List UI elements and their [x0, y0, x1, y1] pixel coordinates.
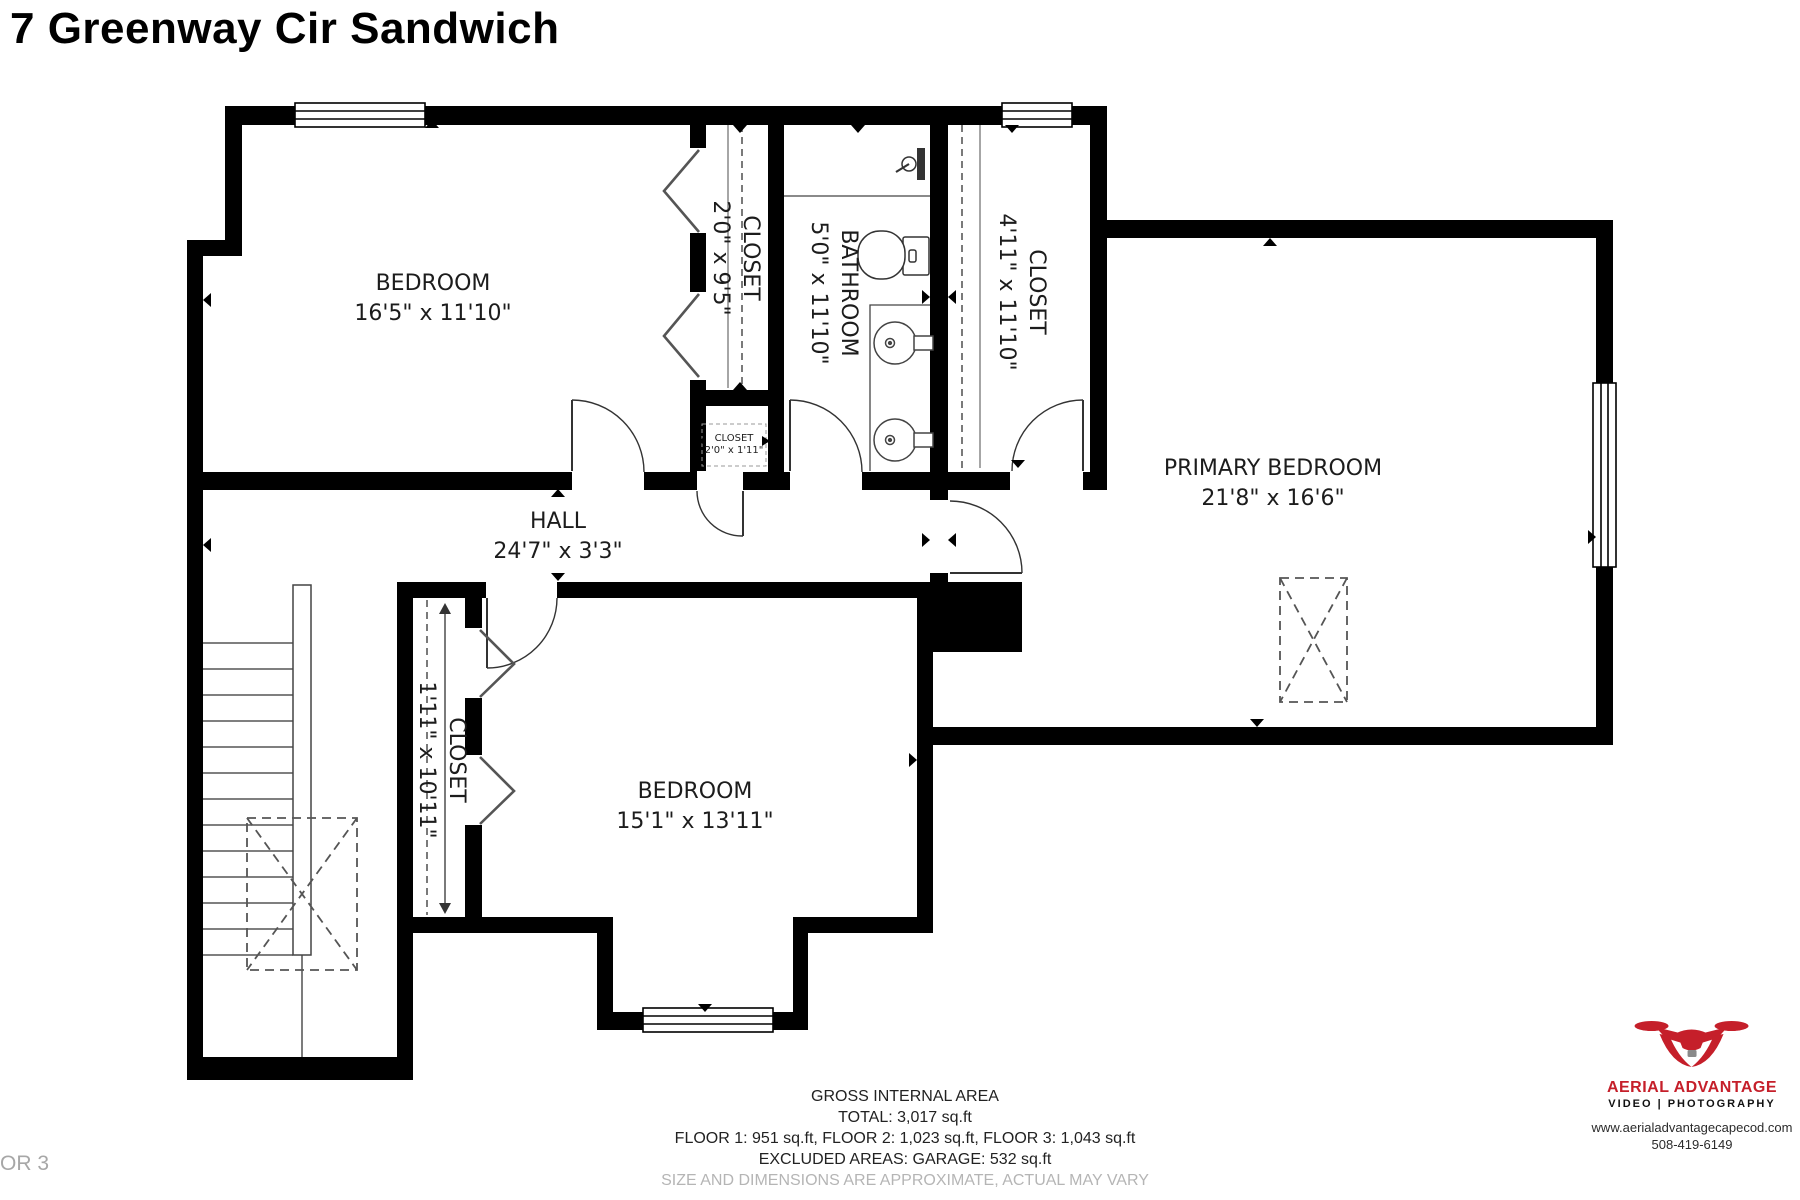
doors [486, 399, 1084, 669]
door-bedroom3 [486, 597, 558, 669]
bathroom-fixtures [784, 148, 934, 471]
room-label-bathroom: BATHROOM 5'0" x 11'10" [803, 221, 863, 364]
sink-icon-1 [873, 321, 934, 365]
room-name: CLOSET [714, 433, 754, 444]
drone-camera [1688, 1050, 1697, 1057]
room-label-bedroom3: BEDROOM 15'1" x 13'11" [616, 777, 773, 837]
wall-openings [463, 148, 1083, 825]
room-name: CLOSET [738, 215, 763, 301]
room-name: BATHROOM [836, 229, 861, 357]
door-primary-bedroom [949, 500, 1023, 574]
bifold-closet1-lower [662, 293, 700, 378]
room-label-bedroom1: BEDROOM 16'5" x 11'10" [354, 269, 511, 329]
stair-steps [203, 642, 293, 956]
bifold-closet3-lower [479, 756, 516, 825]
room-name: PRIMARY BEDROOM [1163, 456, 1383, 481]
floor-number-tag: OR 3 [0, 1152, 50, 1175]
room-dims: 1'11" x 10'11" [414, 681, 439, 839]
total-area: TOTAL: 3,017 sq.ft [838, 1109, 972, 1126]
logo-phone: 508-419-6149 [1651, 1137, 1733, 1152]
gross-internal-area-label: GROSS INTERNAL AREA [811, 1088, 999, 1105]
room-name: BEDROOM [637, 779, 753, 804]
room-label-hall: HALL 24'7" x 3'3" [493, 507, 622, 567]
room-dims: 2'0" x 1'11" [704, 445, 764, 456]
closet-interiors [426, 125, 981, 915]
window-closet2-top [1001, 102, 1073, 128]
room-dims: 2'0" x 9'5" [708, 200, 733, 316]
room-label-closet2: CLOSET 4'11" x 11'10" [991, 213, 1051, 370]
window-bedroom1-top [294, 102, 426, 128]
drone-icon [1635, 1021, 1749, 1067]
room-label-closet3: CLOSET 1'11" x 10'11" [411, 681, 471, 838]
door-closet2 [1011, 399, 1084, 472]
stair-railing [292, 584, 312, 956]
closet3-dimension-line [439, 603, 451, 914]
room-name: BEDROOM [375, 271, 491, 296]
vendor-logo: AERIAL ADVANTAGE VIDEO | PHOTOGRAPHY www… [1591, 1012, 1793, 1152]
closet-small-arrow-left [698, 436, 706, 446]
shower-valve-icon [895, 148, 925, 180]
room-name: CLOSET [1024, 249, 1049, 335]
walls [187, 106, 1613, 1080]
bifold-doors [479, 149, 700, 825]
door-hall-closet [696, 490, 744, 537]
room-name: CLOSET [444, 717, 469, 803]
room-dims: 4'11" x 11'10" [994, 213, 1019, 371]
logo-brand: AERIAL ADVANTAGE [1606, 1079, 1778, 1096]
room-dims: 24'7" x 3'3" [493, 539, 623, 564]
closet-small-arrow-right [762, 436, 770, 446]
area-summary: GROSS INTERNAL AREA TOTAL: 3,017 sq.ft F… [661, 1086, 1149, 1191]
disclaimer: SIZE AND DIMENSIONS ARE APPROXIMATE, ACT… [661, 1172, 1149, 1189]
windows [294, 102, 1617, 1033]
room-dims: 15'1" x 13'11" [616, 809, 774, 834]
page-title: 7 Greenway Cir Sandwich [10, 4, 560, 53]
room-label-primary-bedroom: PRIMARY BEDROOM 21'8" x 16'6" [1164, 454, 1382, 514]
logo-tagline: VIDEO | PHOTOGRAPHY [1608, 1098, 1776, 1110]
window-primary-right [1592, 382, 1617, 568]
door-bedroom1 [571, 399, 645, 473]
room-dims: 21'8" x 16'6" [1201, 486, 1345, 511]
bifold-closet1-upper [662, 149, 700, 233]
room-dims: 5'0" x 11'10" [806, 221, 831, 365]
sink-icon-2 [873, 418, 934, 462]
dimension-ticks [203, 120, 1596, 1012]
staircase [203, 584, 358, 1057]
primary-dashed-box [1279, 577, 1348, 703]
room-dims: 16'5" x 11'10" [354, 301, 512, 326]
room-label-closet1: CLOSET 2'0" x 9'5" [705, 200, 765, 315]
room-name: HALL [529, 509, 587, 534]
vanity-counter [869, 304, 930, 471]
window-bedroom3-bay [642, 1007, 774, 1033]
door-bathroom [789, 399, 863, 473]
room-label-closet-small: CLOSET 2'0" x 1'11" [705, 433, 764, 457]
floor-areas: FLOOR 1: 951 sq.ft, FLOOR 2: 1,023 sq.ft… [674, 1130, 1136, 1147]
stair-open-below-box [246, 817, 358, 971]
toilet-icon [857, 230, 930, 280]
logo-website: www.aerialadvantagecapecod.com [1591, 1120, 1793, 1135]
excluded-areas: EXCLUDED AREAS: GARAGE: 532 sq.ft [758, 1151, 1052, 1168]
bifold-closet3-upper [479, 629, 516, 698]
